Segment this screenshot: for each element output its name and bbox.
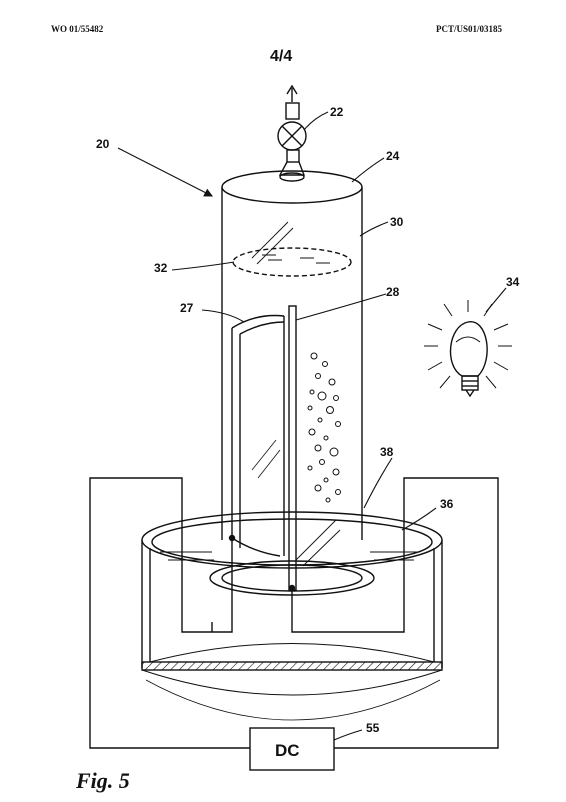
- gas-column: [221, 170, 363, 567]
- label-power-supply: 55: [366, 721, 380, 735]
- gas-bubbles: [307, 352, 341, 503]
- label-column: 24: [386, 149, 400, 163]
- label-gas-space: 30: [390, 215, 404, 229]
- dc-power-supply: [249, 727, 335, 771]
- label-valve: 22: [330, 105, 344, 119]
- label-curved-electrode: 27: [180, 301, 194, 315]
- sheet-number: 4/4: [270, 48, 293, 65]
- label-apparatus: 20: [96, 137, 110, 151]
- curved-electrode: [231, 314, 285, 557]
- outlet-valve: [277, 84, 307, 182]
- dc-box-label: DC: [275, 741, 300, 760]
- publication-number: WO 01/55482: [51, 24, 104, 34]
- dc-circuit-wiring: [89, 477, 499, 749]
- label-tank: 36: [440, 497, 454, 511]
- leader-lines: [117, 111, 507, 741]
- label-lamp: 34: [506, 275, 520, 289]
- label-rod-electrode: 28: [386, 285, 400, 299]
- label-membrane: 32: [154, 261, 168, 275]
- electrolyte-tank: [141, 511, 443, 721]
- figure-caption: Fig. 5: [76, 768, 130, 793]
- rod-electrode: [288, 305, 297, 591]
- application-number: PCT/US01/03185: [436, 24, 503, 34]
- light-bulb: [424, 300, 512, 398]
- label-liquid-level: 38: [380, 445, 394, 459]
